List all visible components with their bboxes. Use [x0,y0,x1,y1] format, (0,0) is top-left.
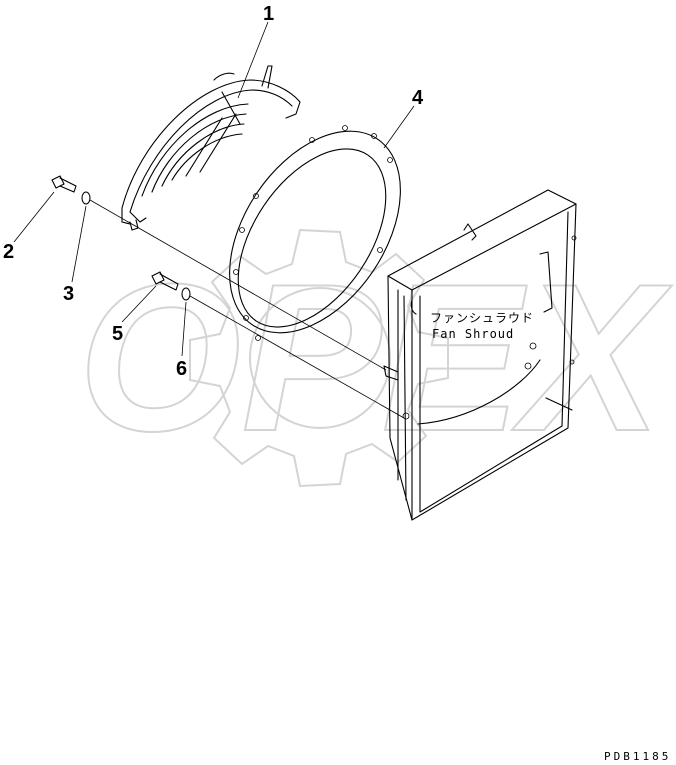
leader-2 [13,191,55,243]
washer-3-part [81,191,91,205]
leader-3 [71,205,87,283]
callout-2: 2 [3,241,14,263]
fan-shroud-part [383,189,577,521]
label-part-en: Fan Shroud [432,327,514,341]
callout-4: 4 [412,87,424,109]
fan-guard-part [121,65,301,231]
callout-6: 6 [176,358,187,380]
callout-5: 5 [112,323,123,345]
watermark-text: OPEX [78,240,672,475]
washer-6-part [181,287,191,301]
leader-4 [383,105,415,149]
assembly-line-upper [89,199,387,371]
leader-5 [121,285,157,323]
assembly-line-lower [189,295,405,419]
leader-1 [237,21,269,99]
label-part-jp: ファンシュラウド [430,311,534,325]
bolt-2-part [51,175,77,193]
drawing-code: PDB1185 [604,750,671,763]
watermark: OPEX [77,228,673,488]
bolt-5-part [151,271,179,291]
ring-gasket-part [229,125,401,341]
leader-6 [181,301,187,357]
callout-1: 1 [263,3,274,25]
callout-3: 3 [63,283,74,305]
